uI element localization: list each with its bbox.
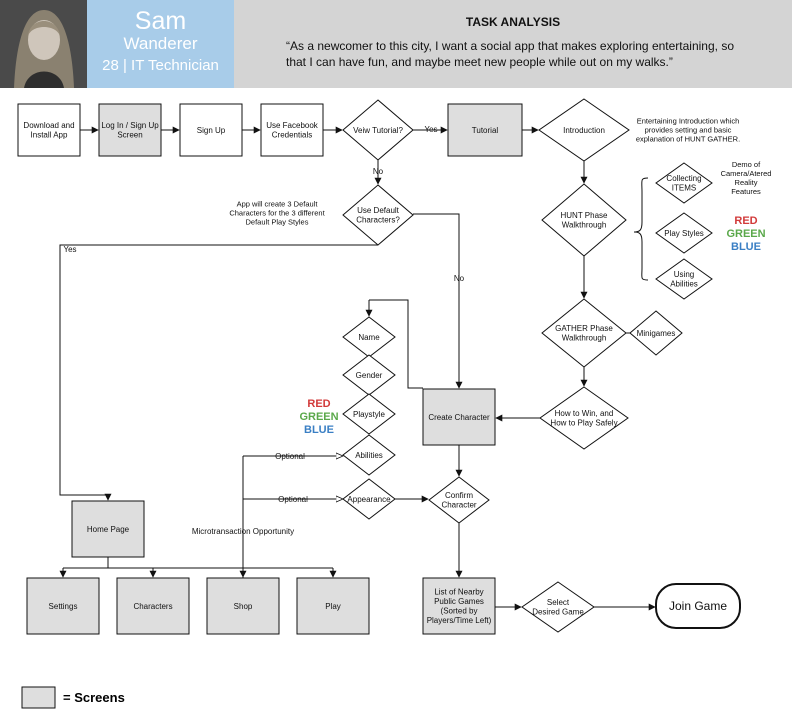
play-screen-box — [296, 577, 370, 635]
color-blue-left: BLUE — [304, 424, 334, 436]
optional-abilities-label: Optional — [275, 452, 305, 461]
public-games-screen-box — [422, 577, 496, 635]
playstyle-step-label: Playstyle — [353, 410, 386, 419]
settings-screen-box — [26, 577, 100, 635]
color-red-left: RED — [307, 398, 330, 410]
persona-card: Sam Wanderer 28 | IT Technician — [87, 0, 234, 88]
color-blue-right: BLUE — [731, 241, 761, 253]
tutorial-screen-box — [447, 103, 523, 157]
view-tutorial-decision-label: Veiw Tutorial? — [353, 126, 403, 135]
join-game-terminal-label: Join Game — [669, 599, 727, 613]
shop-screen-box — [206, 577, 280, 635]
persona-job: 28 | IT Technician — [102, 57, 219, 74]
task-quote: “As a newcomer to this city, I want a so… — [286, 39, 734, 69]
no-tutorial-label: No — [373, 167, 384, 176]
name-step-label: Name — [358, 333, 380, 342]
create-character-screen-label: Create Character — [428, 413, 490, 422]
optional-appearance-label: Optional — [278, 495, 308, 504]
edge-home-bar — [63, 557, 333, 569]
microtransaction-label: Microtransaction Opportunity — [192, 527, 294, 536]
introduction-step-diamond — [538, 98, 630, 162]
tutorial-screen-label: Tutorial — [472, 126, 499, 135]
create-character-screen-box — [422, 388, 496, 446]
abilities-step-diamond — [342, 434, 396, 476]
select-game-step-diamond — [521, 581, 595, 633]
legend-label: = Screens — [63, 690, 125, 705]
home-page-screen-label: Home Page — [87, 525, 130, 534]
playstyle-step-diamond — [342, 393, 396, 435]
characters-screen-box — [116, 577, 190, 635]
persona-photo — [0, 0, 87, 88]
using-abilities-step-diamond — [655, 258, 713, 300]
characters-screen-label: Characters — [133, 602, 172, 611]
play-styles-step-label: Play Styles — [664, 229, 704, 238]
play-screen-label: Play — [325, 602, 341, 611]
color-green-right: GREEN — [726, 228, 765, 240]
edge-create-name-loop — [369, 299, 423, 389]
settings-screen-label: Settings — [49, 602, 78, 611]
hunt-substeps-brace — [633, 177, 649, 281]
yes-tutorial-label: Yes — [424, 125, 437, 134]
color-red-right: RED — [734, 215, 757, 227]
facebook-credentials-step-box — [260, 103, 324, 157]
download-app-step-box — [17, 103, 81, 157]
how-to-win-step-diamond — [539, 386, 629, 450]
home-page-screen-box — [71, 500, 145, 558]
view-tutorial-decision-diamond — [342, 99, 414, 161]
gather-phase-step-diamond — [541, 298, 627, 368]
edge-yes-default-path — [59, 244, 378, 496]
appearance-step-diamond — [342, 478, 396, 520]
task-panel: TASK ANALYSIS “As a newcomer to this cit… — [234, 0, 792, 88]
shop-screen-label: Shop — [234, 602, 253, 611]
confirm-character-decision-diamond — [428, 476, 490, 524]
edge-no-default — [413, 213, 463, 389]
introduction-step-label: Introduction — [563, 126, 605, 135]
signup-step-box — [179, 103, 243, 157]
play-styles-step-diamond — [655, 212, 713, 254]
persona-name: Sam — [134, 7, 187, 35]
color-green-left: GREEN — [299, 411, 338, 423]
no-default-label: No — [454, 274, 465, 283]
gender-step-label: Gender — [356, 371, 383, 380]
persona-photo-illustration — [0, 0, 87, 88]
abilities-step-label: Abilities — [355, 451, 383, 460]
minigames-step-diamond — [629, 310, 683, 356]
login-screen-box — [98, 103, 162, 157]
default-characters-decision-diamond — [342, 184, 414, 246]
yes-default-label: Yes — [63, 245, 76, 254]
collecting-items-step-diamond — [655, 162, 713, 204]
signup-step-label: Sign Up — [197, 126, 226, 135]
persona-role: Wanderer — [123, 34, 198, 53]
hunt-phase-step-diamond — [541, 183, 627, 257]
appearance-step-label: Appearance — [347, 495, 391, 504]
task-title: TASK ANALYSIS — [465, 15, 561, 29]
legend-swatch — [21, 686, 56, 709]
join-game-terminal-pill — [655, 583, 741, 629]
minigames-step-label: Minigames — [637, 329, 676, 338]
